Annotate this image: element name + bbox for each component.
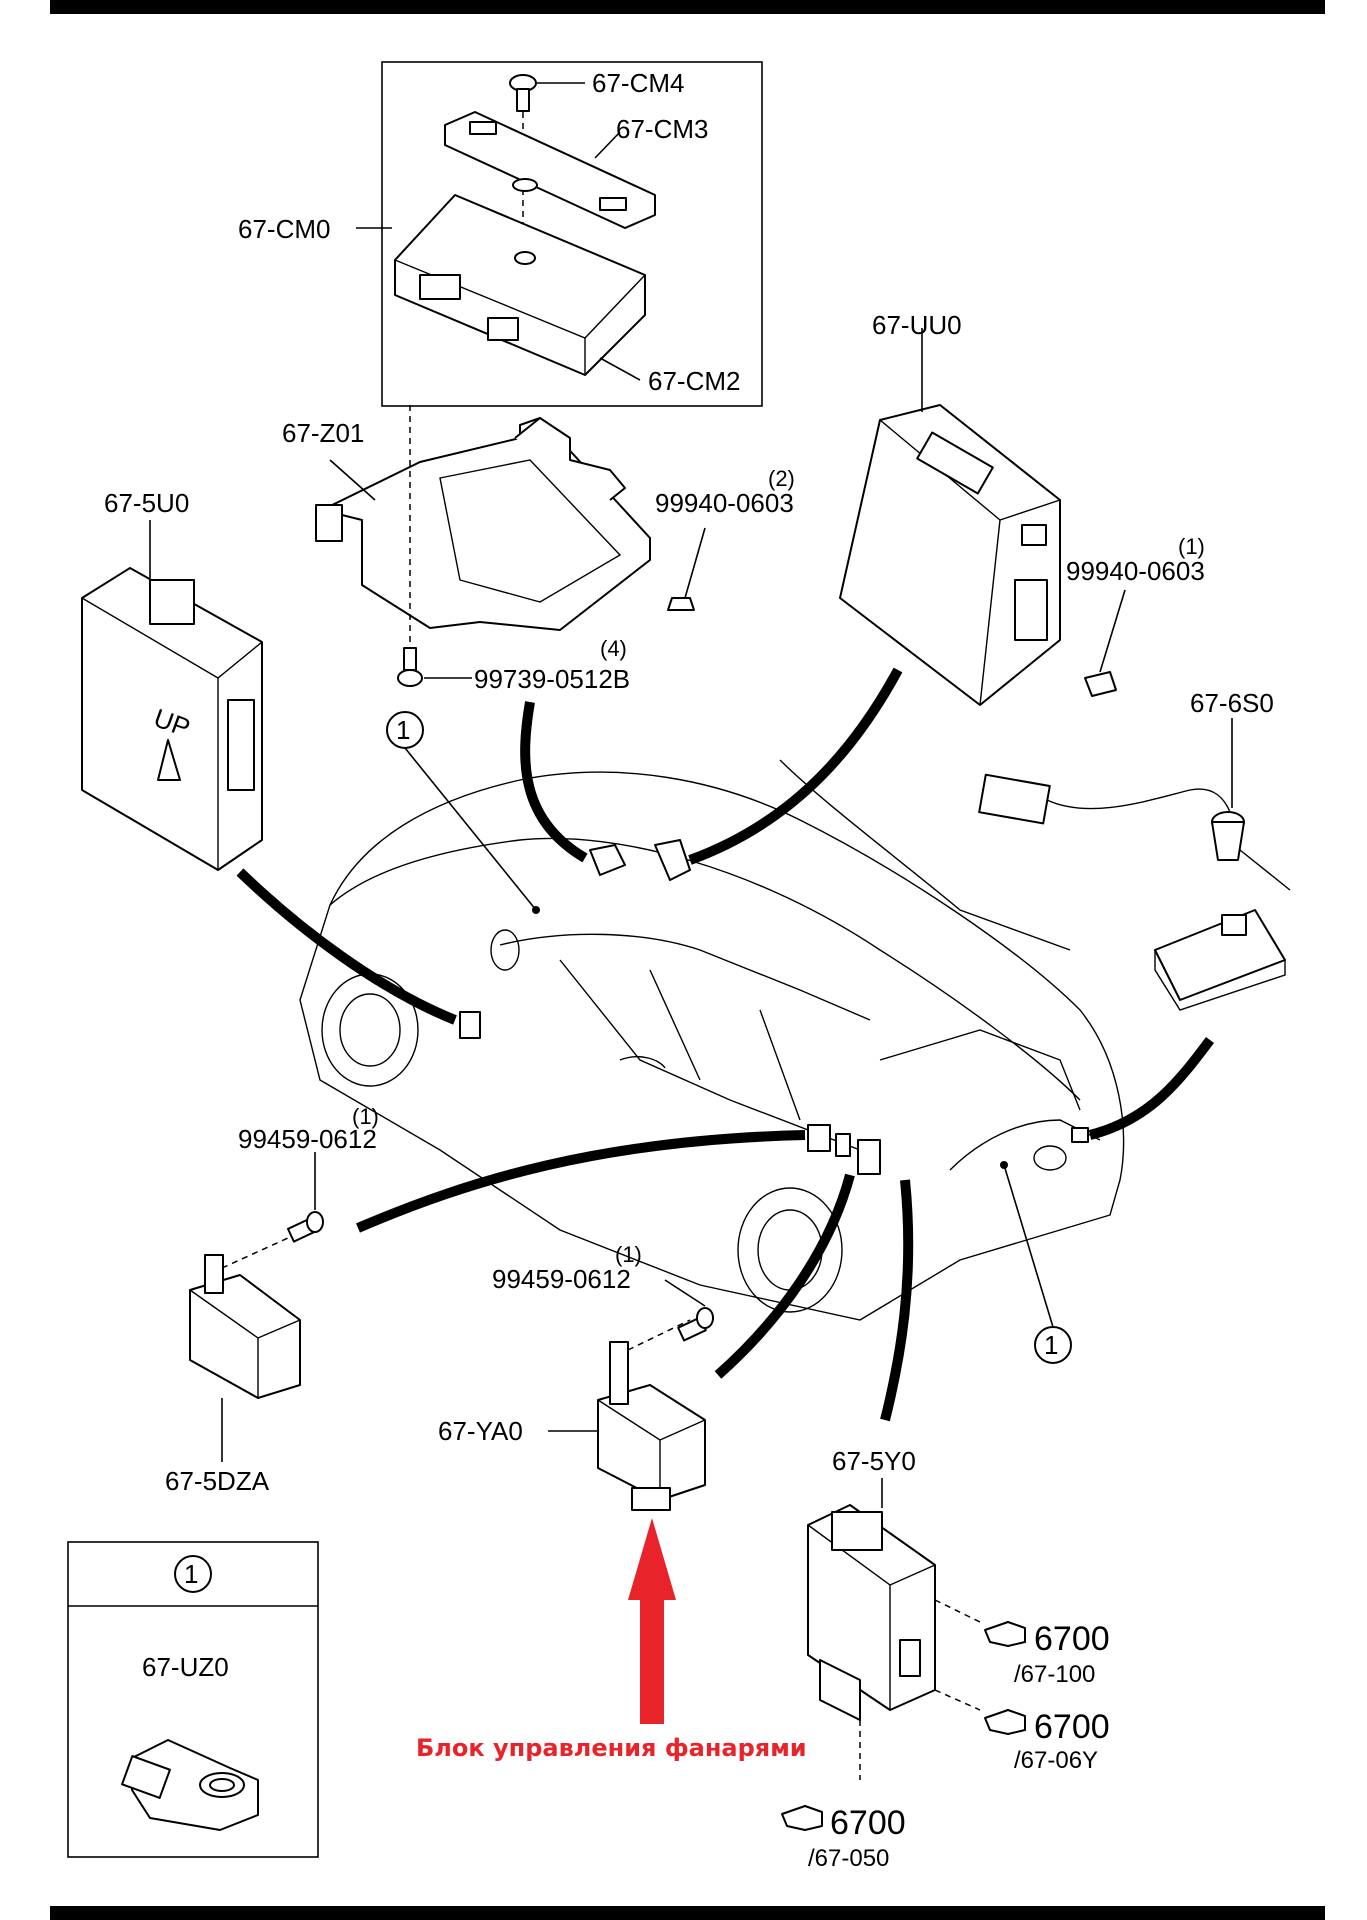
bracket-cm3: [444, 111, 656, 229]
label-cm3: 67-CM3: [616, 114, 708, 144]
relay-ya0: [548, 1279, 714, 1511]
qty-bolt-0603-b: (1): [1178, 534, 1205, 559]
label-z01: 67-Z01: [282, 418, 364, 448]
nut-0603-b: [1084, 589, 1126, 697]
lamp-6s0: [978, 718, 1291, 1011]
vehicle-outline: [299, 759, 1125, 1321]
nut-0603-a: [667, 527, 706, 611]
annotation-arrow: [628, 1518, 676, 1724]
label-bolt-0603-a: 99940-0603: [655, 488, 794, 518]
sensor-uz0: [121, 1739, 259, 1831]
label-uz0: 67-UZ0: [142, 1652, 229, 1682]
label-ya0: 67-YA0: [438, 1416, 523, 1446]
qty-screw-0512b: (4): [600, 636, 627, 661]
label-bolt-0612-a: 99459-0612: [238, 1124, 377, 1154]
svg-text:/67-050: /67-050: [808, 1845, 889, 1872]
label-cm2: 67-CM2: [648, 366, 740, 396]
label-5u0: 67-5U0: [104, 488, 189, 518]
label-cm0: 67-CM0: [238, 214, 330, 244]
qty-bolt-0603-a: (2): [768, 466, 795, 491]
annotation-caption: Блок управления фанарями: [416, 1734, 807, 1762]
inset-box: 1 67-UZ0: [67, 1541, 319, 1858]
module-5y0: [807, 1478, 981, 1780]
reference-2: 6700 /67-06Y: [984, 1708, 1110, 1774]
pointing-hand-icon: [984, 1621, 1026, 1647]
svg-text:6700: 6700: [830, 1804, 906, 1842]
svg-text:6700: 6700: [1034, 1708, 1110, 1746]
qty-bolt-0612-a: (1): [352, 1104, 379, 1129]
reference-1: 6700 /67-100: [984, 1620, 1110, 1688]
svg-text:/67-100: /67-100: [1014, 1661, 1095, 1688]
inset-callout: 1: [184, 1559, 198, 1589]
module-uu0: [839, 328, 1061, 706]
red-arrow-icon: [628, 1518, 676, 1724]
reference-3: 6700 /67-050: [781, 1804, 906, 1872]
label-uu0: 67-UU0: [872, 310, 962, 340]
pointing-hand-icon: [781, 1805, 823, 1831]
svg-text:6700: 6700: [1034, 1620, 1110, 1658]
label-cm4: 67-CM4: [592, 68, 684, 98]
label-bolt-0603-b: 99940-0603: [1066, 556, 1205, 586]
cm0-assembly: [356, 61, 763, 407]
callout-1-bottom: 1: [1003, 1164, 1072, 1364]
bottom-border: [50, 1906, 1325, 1920]
module-cm2: [394, 194, 646, 381]
label-screw-0512b: 99739-0512B: [474, 664, 630, 694]
top-border: [50, 0, 1325, 14]
pointing-hand-icon: [984, 1709, 1026, 1735]
svg-text:/67-06Y: /67-06Y: [1014, 1747, 1098, 1774]
label-5dza: 67-5DZA: [165, 1466, 270, 1496]
module-5dza: [189, 1152, 324, 1462]
label-5y0: 67-5Y0: [832, 1446, 916, 1476]
screw-cm4: [509, 74, 585, 112]
bracket-z01: [315, 405, 651, 660]
connector-leaders: [236, 667, 1214, 1422]
svg-text:1: 1: [396, 715, 410, 745]
qty-bolt-0612-b: (1): [615, 1242, 642, 1267]
screw-0512b: [397, 647, 472, 687]
callout-1-top: 1: [386, 711, 537, 911]
label-bolt-0612-b: 99459-0612: [492, 1264, 631, 1294]
label-6s0: 67-6S0: [1190, 688, 1274, 718]
module-5u0: UP: [81, 520, 263, 871]
svg-text:1: 1: [1044, 1330, 1058, 1360]
